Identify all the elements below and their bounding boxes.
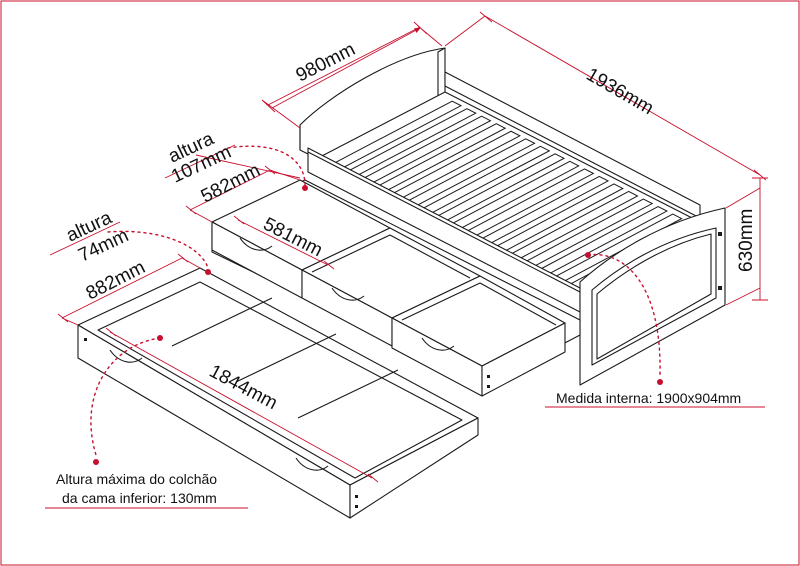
dim-bed-length: 1936mm <box>583 64 658 119</box>
leader-trundle-height-dot <box>205 269 211 275</box>
dim-1936-line <box>444 11 767 181</box>
drawer-2-inner <box>311 234 471 279</box>
leader-mattress-dot <box>93 459 99 465</box>
leader-internal-measure-dot <box>657 379 663 385</box>
dim-bed-height: 630mm <box>736 209 757 272</box>
dim-74-line <box>49 221 121 256</box>
dim-882-line <box>57 253 201 326</box>
drawer-3-handle <box>421 337 455 351</box>
trundle-bolt-c <box>84 338 87 341</box>
footboard-bolt-bottom <box>718 286 722 290</box>
dim-980-arrow <box>271 27 421 109</box>
drawer-1-handle <box>239 237 273 251</box>
trundle-bolt-b <box>355 505 358 508</box>
trundle-handle-right <box>295 457 329 471</box>
trundle-side <box>349 417 479 519</box>
drawer-3-side <box>481 322 566 397</box>
leader-drawer-height-dot <box>302 185 308 191</box>
drawer-3-inner <box>401 282 557 326</box>
drawer-3-bolt-b <box>487 385 490 388</box>
headboard-edge <box>299 47 446 150</box>
footboard-panel-inner <box>596 233 712 360</box>
leader-drawer-height <box>227 145 306 186</box>
trundle-handle-left <box>109 349 143 363</box>
drawers <box>211 179 566 397</box>
dimension-lines <box>45 11 768 509</box>
leader-internal-start-dot <box>585 252 591 258</box>
slats <box>331 100 698 291</box>
internal-measure-note: Medida interna: 1900x904mm <box>556 390 741 406</box>
dim-582-line <box>185 165 301 223</box>
trundle-bed <box>77 267 479 519</box>
trundle-bolt-a <box>355 495 358 498</box>
trundle-inner <box>97 281 463 479</box>
leader-mattress <box>90 337 161 456</box>
front-rail-edge <box>307 151 581 293</box>
drawer-3-bolt-a <box>487 375 490 378</box>
mattress-note-line1: Altura máxima do colchão <box>56 471 217 487</box>
mattress-note-line2: da cama inferior: 130mm <box>62 490 217 506</box>
footboard-bolt-top <box>718 232 722 236</box>
dim-581-line <box>233 215 335 270</box>
footboard-panel <box>591 227 717 366</box>
dim-630-line <box>725 177 768 306</box>
drawer-2-handle <box>331 287 365 301</box>
footboard <box>579 207 726 386</box>
dim-1844-line <box>105 327 379 483</box>
leader-mattress-start-dot <box>157 335 163 341</box>
leader-internal-measure <box>587 253 661 376</box>
leader-trundle-height <box>107 230 209 269</box>
trundle-panel-lines <box>171 297 399 419</box>
bed-frame <box>211 47 726 386</box>
